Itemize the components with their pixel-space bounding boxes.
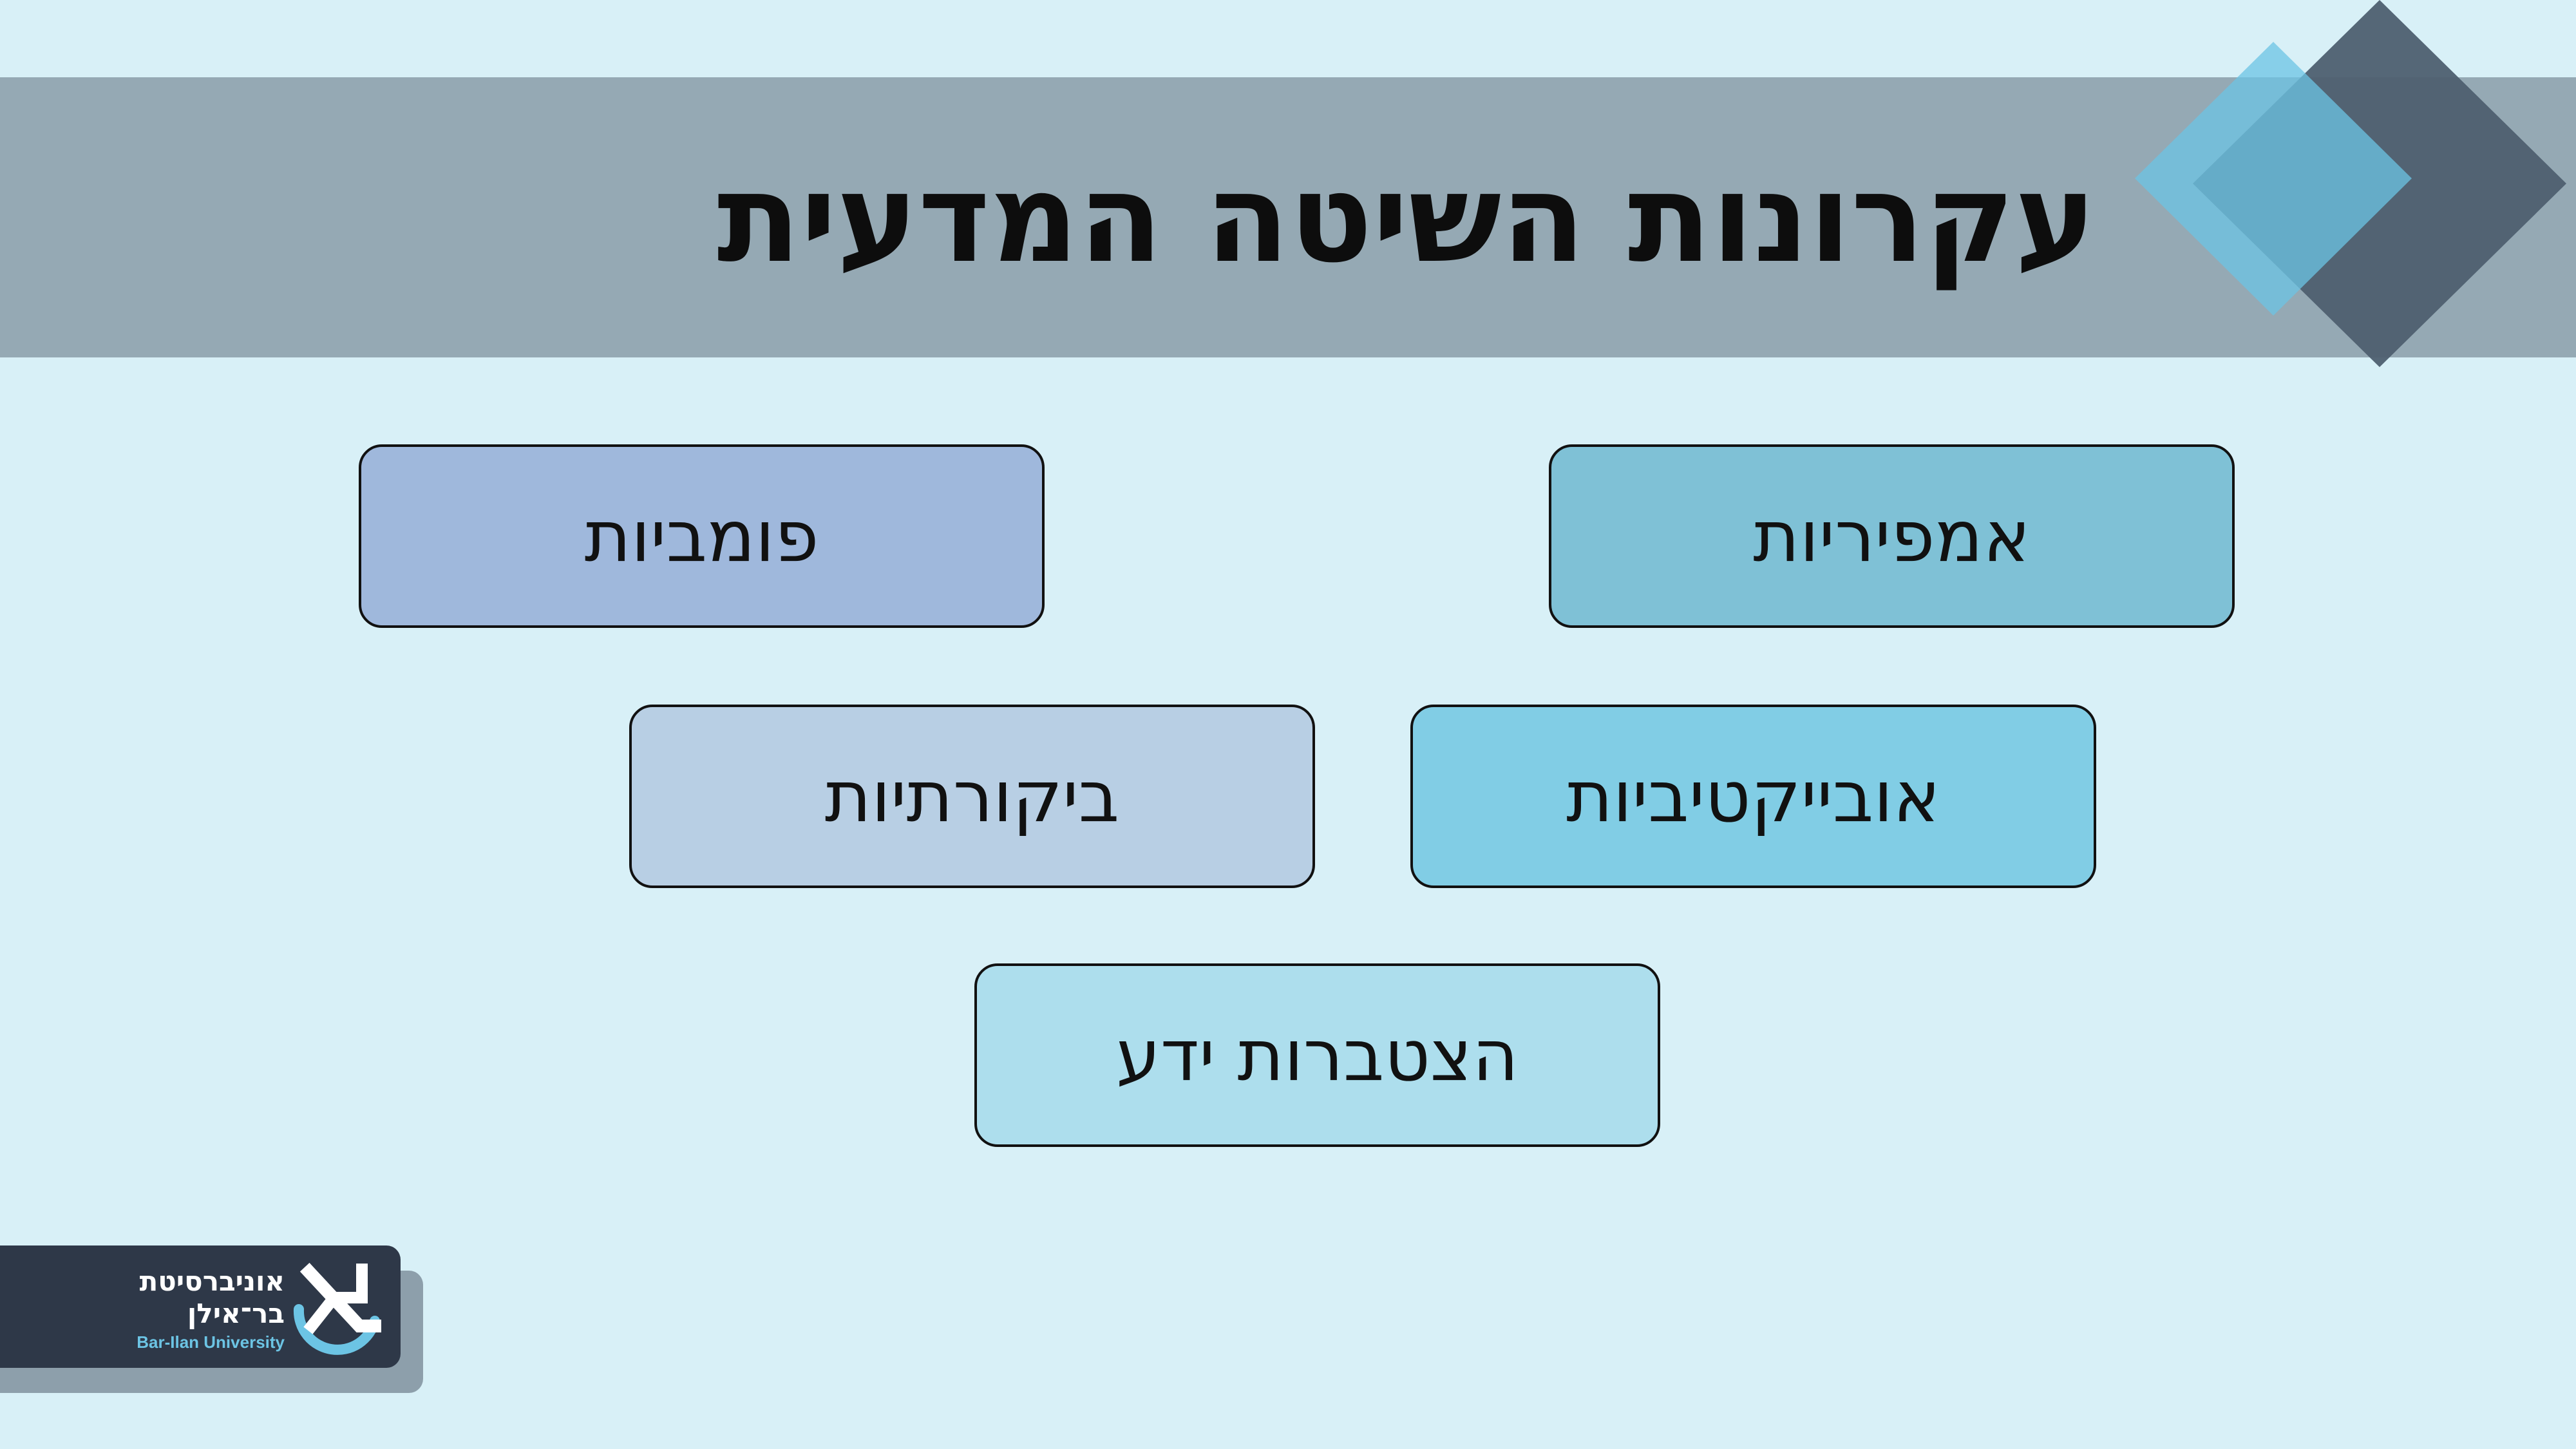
principle-box-knowledge-accumulation: הצטברות ידע xyxy=(974,963,1660,1147)
principle-label-knowledge-accumulation: הצטברות ידע xyxy=(1116,1014,1519,1097)
principle-label-criticism: ביקורתיות xyxy=(824,755,1120,838)
principle-label-publicity: פומביות xyxy=(584,495,819,578)
title-band xyxy=(0,77,2576,357)
principle-label-empiricism: אמפיריות xyxy=(1753,495,2031,578)
principle-box-publicity: פומביות xyxy=(359,444,1045,628)
logo-wordmark: אוניברסיטת בר־אילן Bar-Ilan University xyxy=(97,1265,285,1354)
logo-line-bar-ilan: בר־אילן xyxy=(187,1298,285,1329)
slide-title: עקרונות השיטה המדעית xyxy=(717,147,2096,290)
bar-ilan-emblem-icon xyxy=(293,1262,381,1355)
decorative-diamond-light xyxy=(2135,42,2412,316)
principle-label-objectivity: אובייקטיביות xyxy=(1566,755,1940,838)
logo-line-university: אוניברסיטת xyxy=(139,1265,285,1297)
logo-line-english: Bar-Ilan University xyxy=(137,1332,285,1352)
principle-box-empiricism: אמפיריות xyxy=(1549,444,2235,628)
principle-box-criticism: ביקורתיות xyxy=(629,705,1315,888)
principle-box-objectivity: אובייקטיביות xyxy=(1410,705,2096,888)
